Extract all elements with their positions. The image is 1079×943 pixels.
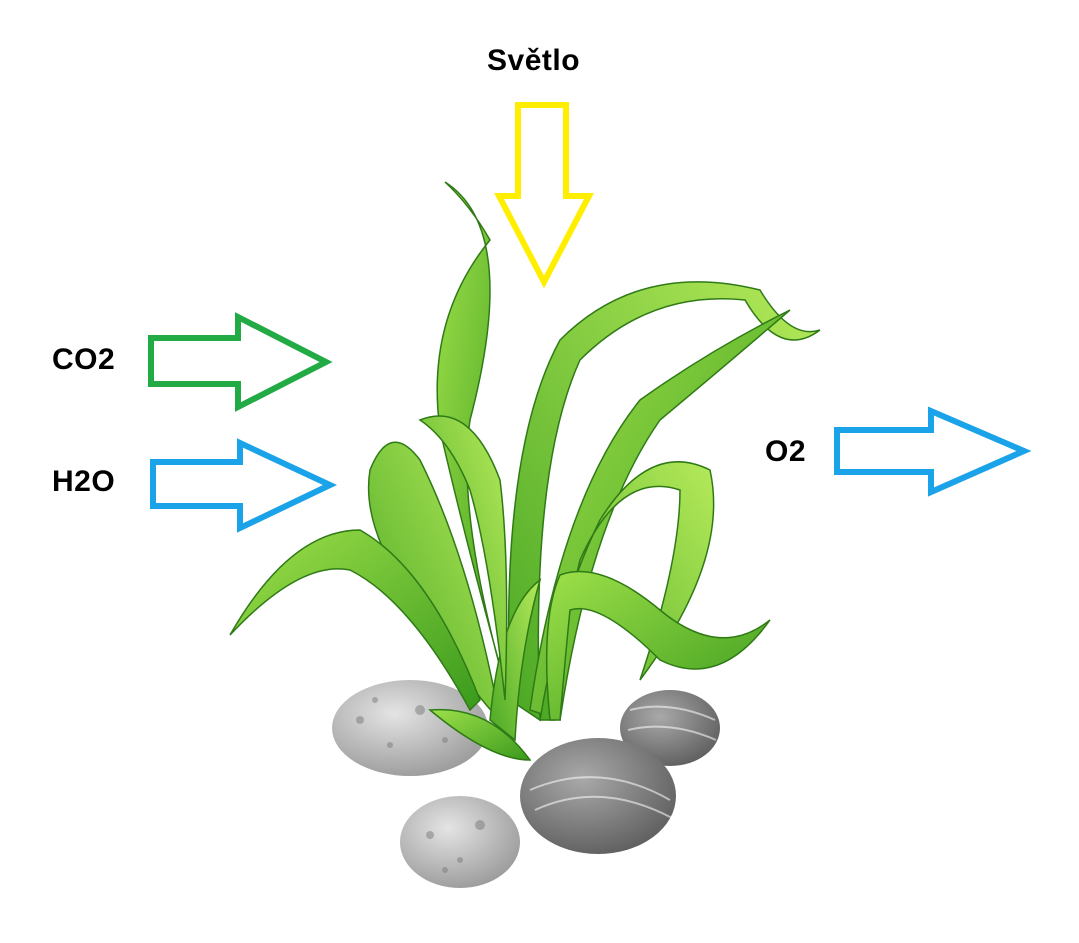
co2-label: CO2 xyxy=(52,343,116,376)
plant-leaves xyxy=(229,181,821,761)
co2-arrow-shape xyxy=(148,312,333,412)
arrow-down-icon xyxy=(494,102,594,289)
o2-arrow-shape xyxy=(834,406,1032,497)
h2o-arrow-shape xyxy=(150,438,338,533)
light-arrow-shape xyxy=(494,102,594,289)
h2o-label: H2O xyxy=(52,465,116,498)
arrow-right-icon xyxy=(150,438,338,533)
stone-back-left xyxy=(332,680,488,776)
arrow-right-icon xyxy=(148,312,333,412)
stones-illustration xyxy=(332,680,720,888)
stone-front-left xyxy=(400,796,520,888)
light-label: Světlo xyxy=(487,44,581,77)
o2-label: O2 xyxy=(765,435,807,468)
arrow-right-icon xyxy=(834,406,1032,497)
